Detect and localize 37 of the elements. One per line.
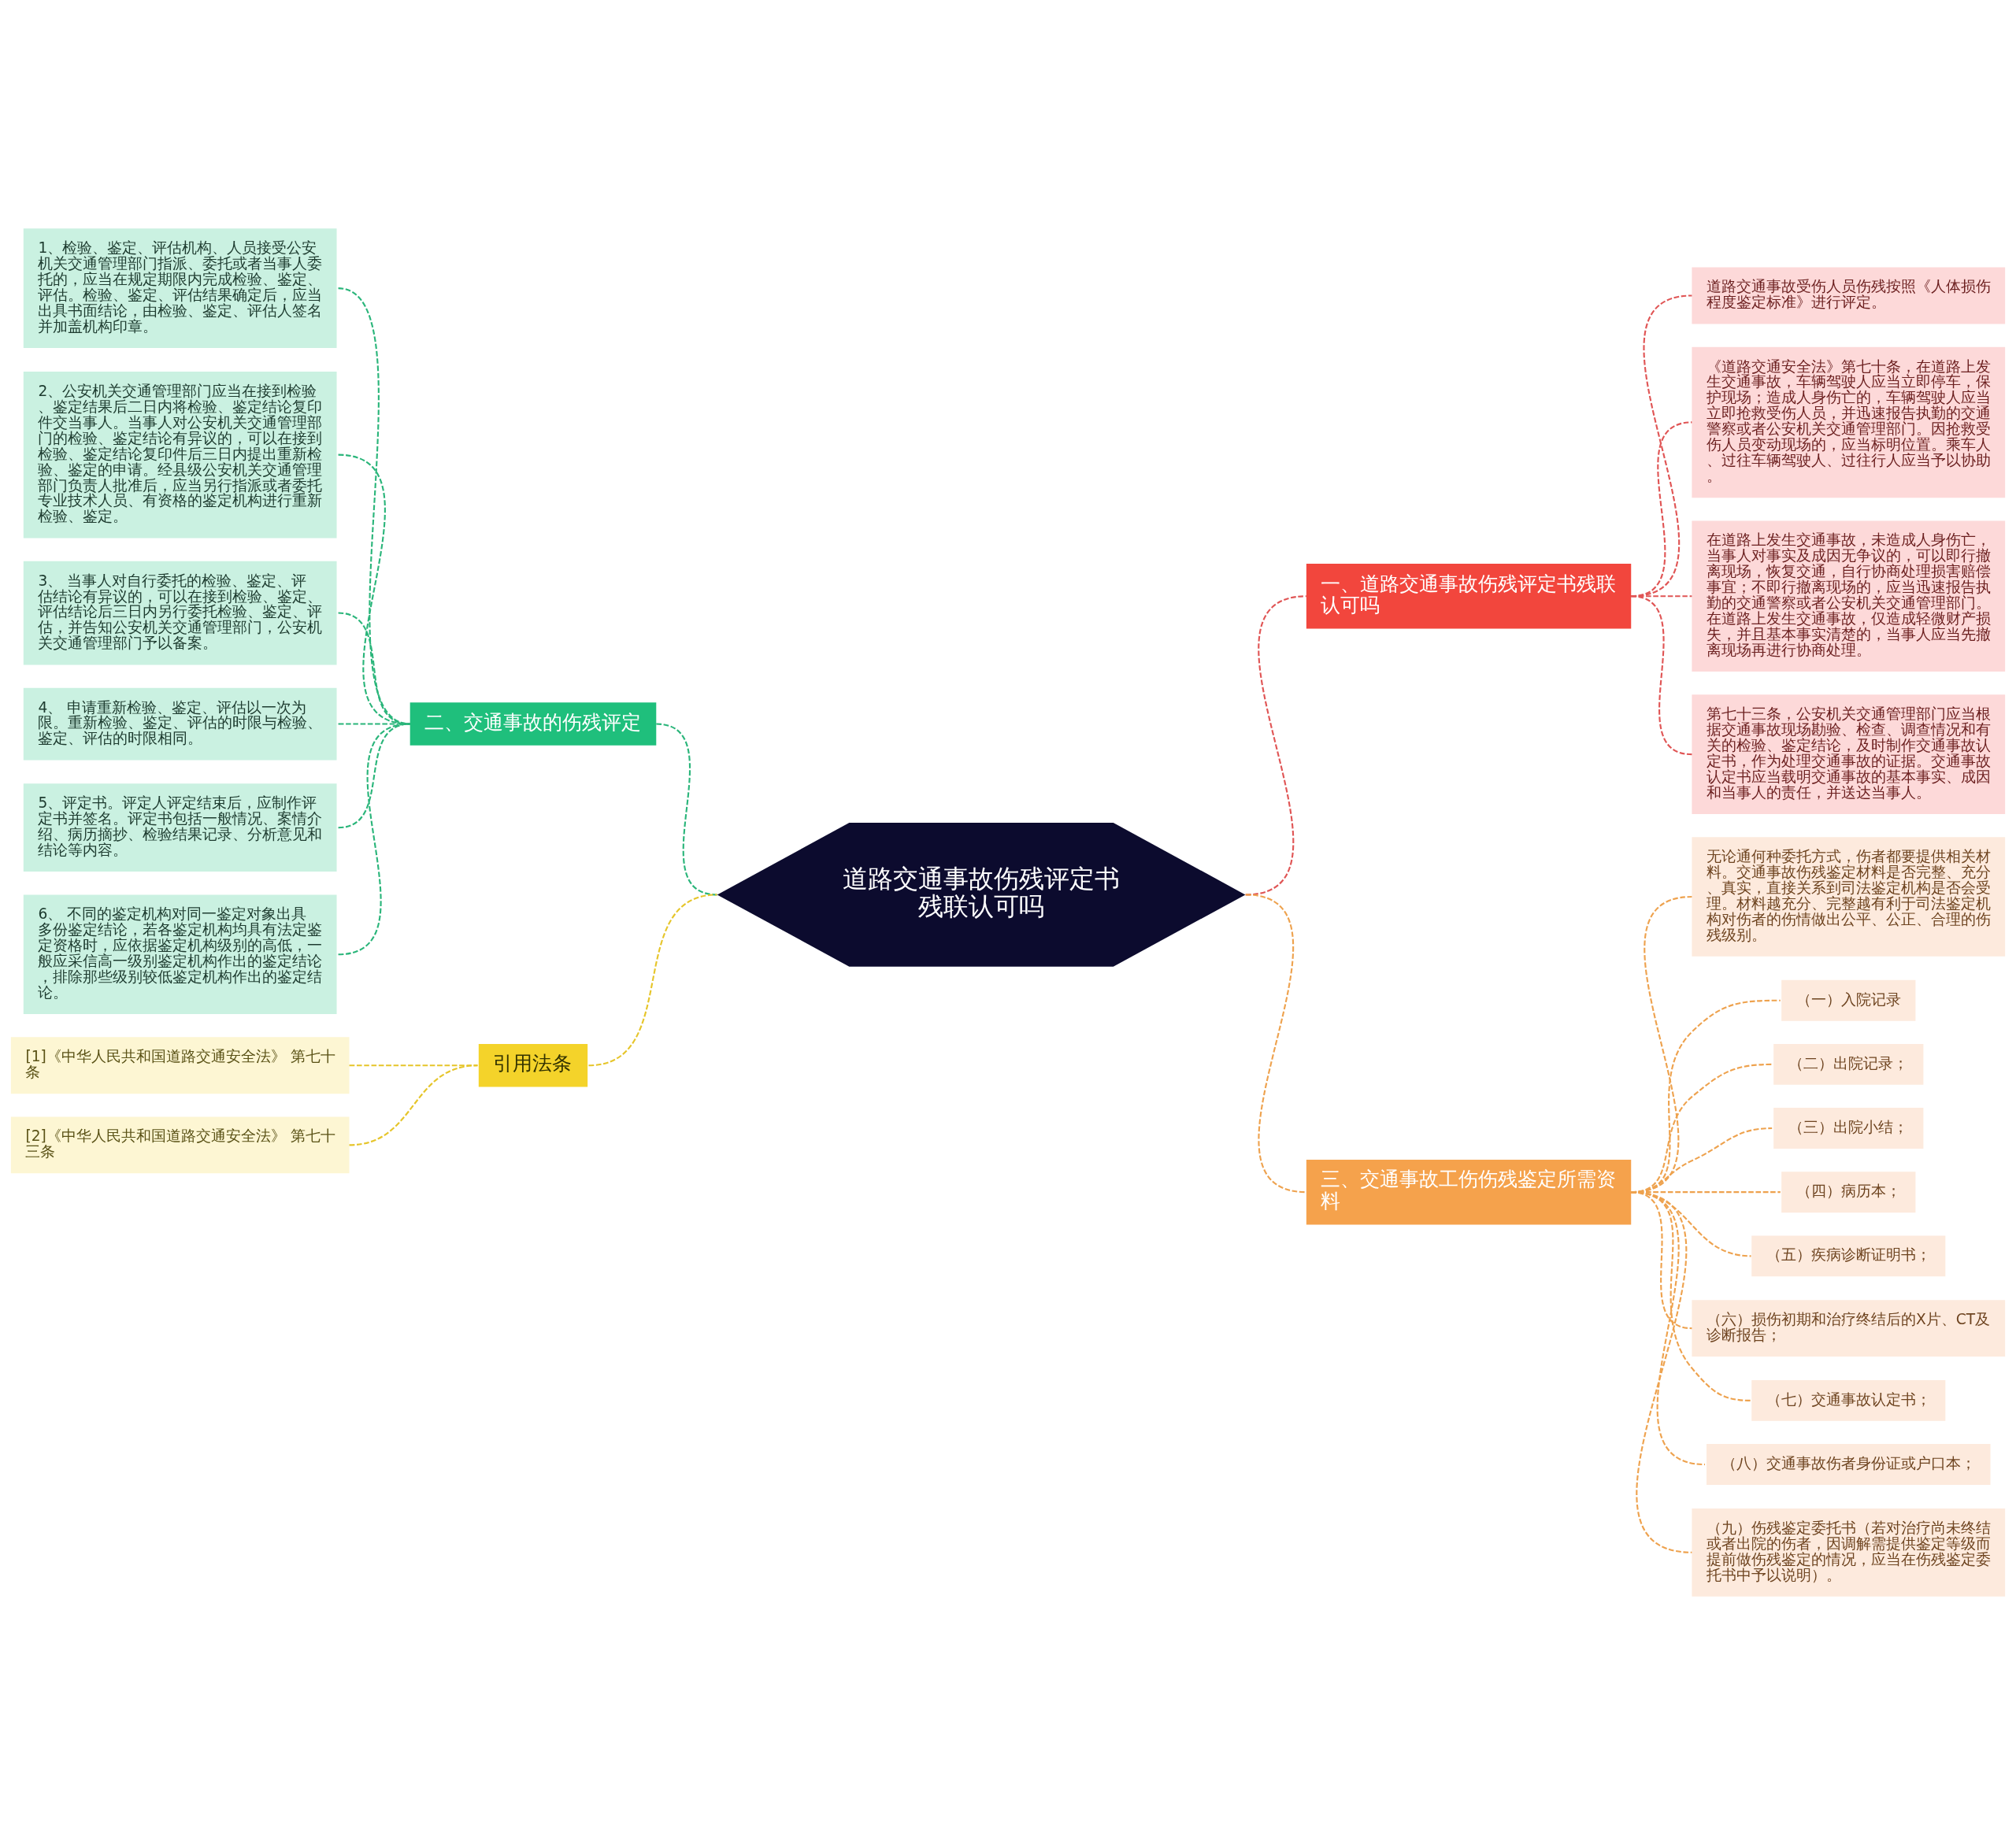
- node-box: （四）病历本；: [1781, 1172, 1916, 1213]
- connector: [338, 612, 410, 725]
- node-box: 6、 不同的鉴定机构对同一鉴定对象出具多份鉴定结论，若各鉴定机构均具有法定鉴定资格时，应依据鉴定机构级别的高低，一般应采信高一级别鉴定机构作出的鉴定结论，排除那些级别较低鉴定机构作出的鉴定结论。: [23, 894, 337, 1015]
- connector: [1631, 595, 1692, 756]
- node-box: （五）疾病诊断证明书；: [1751, 1235, 1946, 1277]
- node-box: 一、道路交通事故伤残评定书残联认可吗: [1306, 564, 1632, 629]
- node-box: 《道路交通安全法》第七十条，在道路上发生交通事故，车辆驾驶人应当立即停车，保护现场；造成人身伤亡的，车辆驾驶人应当立即抢救受伤人员，并迅速报告执勤的交通警察或者公安机关交通管理部门。因抢救受伤人员变动现场的，应当标明位置。乘车人、过往车辆驾驶人、过往行人应当予以协助。: [1692, 346, 2006, 498]
- node-box: 1、检验、鉴定、评估机构、人员接受公安机关交通管理部门指派、委托或者当事人委托的，应当在规定期限内完成检验、鉴定、评估。检验、鉴定、评估结果确定后，应当出具书面结论，由检验、鉴定、评估人签名并加盖机构印章。: [23, 228, 337, 348]
- node-box: 无论通何种委托方式，伤者都要提供相关材料。交通事故伤残鉴定材料是否完整、充分、真实，直接关系到司法鉴定机构是否会受理。材料越充分、完整越有利于司法鉴定机构对伤者的伤情做出公平、公正、合理的伤残级别。: [1692, 837, 2006, 957]
- node-box: 第七十三条，公安机关交通管理部门应当根据交通事故现场勘验、检查、调查情况和有关的检验、鉴定结论，及时制作交通事故认定书，作为处理交通事故的证据。交通事故认定书应当载明交通事故的基本事实、成因和当事人的责任，并送达当事人。: [1692, 694, 2006, 814]
- node-box: 在道路上发生交通事故，未造成人身伤亡，当事人对事实及成因无争议的，可以即行撤离现场，恢复交通，自行协商处理损害赔偿事宜；不即行撤离现场的，应当迅速报告执勤的交通警察或者公安机关交通管理部门。在道路上发生交通事故，仅造成轻微财产损失，并且基本事实清楚的，当事人应当先撤离现场再进行协商处理。: [1692, 520, 2006, 672]
- node-box: [1]《中华人民共和国道路交通安全法》 第七十条: [10, 1037, 350, 1094]
- connector: [338, 723, 410, 829]
- node-box: （六）损伤初期和治疗终结后的X片、CT及诊断报告；: [1692, 1300, 2006, 1357]
- node-box: 引用法条: [478, 1043, 588, 1087]
- node-box: （一）入院记录: [1781, 979, 1916, 1021]
- connector: [656, 723, 717, 896]
- connector: [338, 723, 410, 725]
- node-box: 二、交通事故的伤残评定: [410, 702, 657, 746]
- connector: [338, 453, 410, 725]
- node-box: （三）出院小结；: [1773, 1108, 1924, 1149]
- connector: [338, 723, 410, 956]
- node-box: （九）伤残鉴定委托书（若对治疗尚未终结或者出院的伤者，因调解需提供鉴定等级而提前做伤残鉴定的情况，应当在伤残鉴定委托书中予以说明）。: [1692, 1508, 2006, 1597]
- node-box: 2、公安机关交通管理部门应当在接到检验、鉴定结果后二日内将检验、鉴定结论复印件交当事人。当事人对公安机关交通管理部门的检验、鉴定结论有异议的，可以在接到检验、鉴定结论复印件后三日内提出重新检验、鉴定的申请。经县级公安机关交通管理部门负责人批准后，应当另行指派或者委托专业技术人员、有资格的鉴定机构进行重新检验、鉴定。: [23, 371, 337, 539]
- node-box: （二）出院记录；: [1773, 1043, 1924, 1085]
- connector: [588, 894, 717, 1067]
- node-box: 3、 当事人对自行委托的检验、鉴定、评估结论有异议的，可以在接到检验、鉴定、评估结论后三日内另行委托检验、鉴定、评估，并告知公安机关交通管理部门，公安机关交通管理部门予以备案。: [23, 561, 337, 665]
- node-box: 三、交通事故工伤伤残鉴定所需资料: [1306, 1159, 1632, 1225]
- connector: [1245, 894, 1307, 1194]
- node-box: （七）交通事故认定书；: [1751, 1379, 1946, 1421]
- node-box: （八）交通事故伤者身份证或户口本；: [1707, 1444, 1991, 1485]
- node-box: 5、评定书。评定人评定结束后，应制作评定书并签名。评定书包括一般情况、案情介绍、病历摘抄、检验结果记录、分析意见和结论等内容。: [23, 783, 337, 872]
- connector: [1631, 1191, 1692, 1553]
- connector: [349, 1064, 478, 1146]
- node-box: 4、 申请重新检验、鉴定、评估以一次为限。重新检验、鉴定、评估的时限与检验、鉴定、评估的时限相同。: [23, 687, 337, 761]
- node-box: 道路交通事故受伤人员伤残按照《人体损伤程度鉴定标准》进行评定。: [1692, 267, 2006, 324]
- node-box: [2]《中华人民共和国道路交通安全法》 第七十三条: [10, 1116, 350, 1174]
